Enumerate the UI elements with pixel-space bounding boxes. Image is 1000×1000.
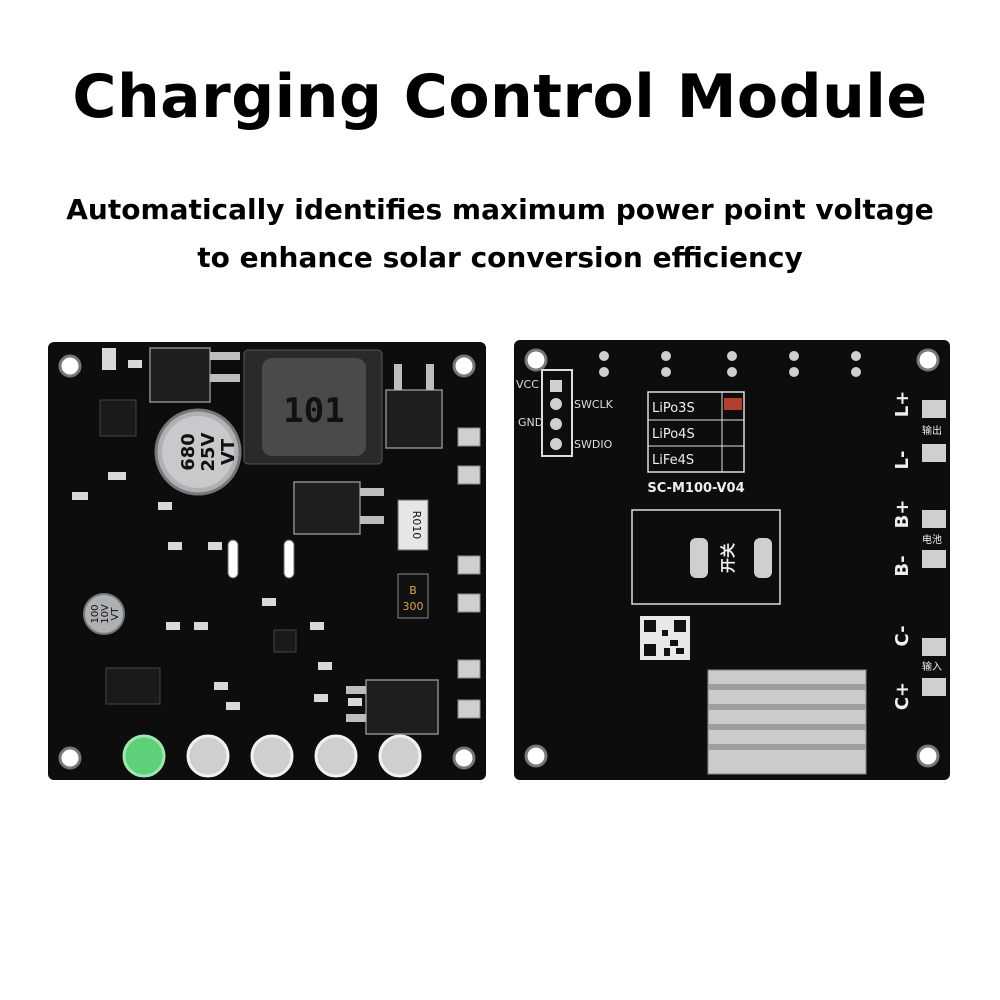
debug-header: VCC GND SWCLK SWDIO — [516, 369, 614, 457]
terminal-input-cn: 输入 — [922, 660, 942, 673]
ic-chips — [99, 399, 297, 705]
small-chip-letter: B — [409, 584, 417, 597]
capacitor-voltage: 25V — [198, 432, 219, 471]
pcb-front-photo: 101 680 25V VT 100 10V VT — [48, 342, 488, 786]
terminal-battery: B+ B- 电池 — [892, 500, 946, 577]
terminal-output: L+ L- 输出 — [892, 391, 946, 470]
regulator-chips — [149, 347, 443, 735]
electrolytic-capacitor: 680 25V VT — [154, 408, 242, 496]
small-capacitor-voltage: 10V — [100, 604, 111, 624]
chip-tabs — [210, 352, 434, 722]
terminal-battery-negative: B- — [892, 555, 913, 576]
led-clear-2 — [250, 734, 294, 778]
slot-holes — [227, 539, 295, 579]
battery-type-lipo3s: LiPo3S — [652, 401, 695, 416]
subtitle-line-1: Automatically identifies maximum power p… — [66, 193, 934, 226]
selected-solder-bridge — [724, 398, 742, 410]
mounting-holes — [58, 354, 476, 770]
led-clear-4 — [378, 734, 422, 778]
page-subtitle: Automatically identifies maximum power p… — [0, 186, 1000, 282]
led-clear-3 — [314, 734, 358, 778]
terminal-input: C- C+ 输入 — [892, 625, 946, 710]
small-capacitor-value: 100 — [90, 604, 101, 623]
capacitor-series: VT — [218, 438, 239, 465]
battery-type-table: LiPo3S LiPo4S LiFe4S SC-M100-V04 — [647, 391, 745, 496]
pin-gnd: GND — [518, 416, 543, 429]
battery-type-lipo4s: LiPo4S — [652, 427, 695, 442]
pcb-back-photo: VCC GND SWCLK SWDIO LiPo3S LiPo4S LiFe4S… — [514, 340, 954, 786]
small-capacitor-series: VT — [110, 607, 121, 621]
terminal-output-negative: L- — [892, 451, 913, 470]
inductor: 101 — [243, 349, 383, 465]
shunt-resistor: R010 — [397, 499, 429, 551]
terminal-output-cn: 输出 — [922, 424, 942, 437]
inductor-label: 101 — [283, 391, 344, 431]
terminal-battery-positive: B+ — [892, 500, 913, 529]
switch-area: 开关 — [631, 509, 781, 605]
qr-code — [640, 616, 690, 660]
terminal-output-positive: L+ — [892, 391, 913, 418]
terminal-input-positive: C+ — [892, 682, 913, 710]
switch-label: 开关 — [719, 543, 737, 573]
heatsink — [707, 669, 867, 775]
status-leds — [122, 734, 422, 778]
small-chip-code: 300 — [403, 600, 424, 613]
terminal-input-negative: C- — [892, 625, 913, 646]
pin-swclk: SWCLK — [574, 398, 614, 411]
small-capacitor: 100 10V VT — [83, 593, 125, 635]
page-title: Charging Control Module — [72, 62, 928, 132]
led-clear-1 — [186, 734, 230, 778]
header-pins — [599, 351, 861, 377]
battery-type-life4s: LiFe4S — [652, 453, 694, 468]
capacitor-value: 680 — [178, 433, 199, 471]
pin-vcc: VCC — [516, 378, 539, 391]
led-green — [122, 734, 166, 778]
board-model: SC-M100-V04 — [647, 481, 744, 496]
smd-components — [72, 348, 362, 710]
small-chip: B 300 — [397, 573, 429, 619]
shunt-resistor-label: R010 — [410, 511, 423, 540]
pin-swdio: SWDIO — [574, 438, 613, 451]
back-mounting-holes — [524, 348, 940, 768]
front-edge-pads — [457, 427, 481, 719]
terminal-battery-cn: 电池 — [922, 533, 942, 546]
subtitle-line-2: to enhance solar conversion efficiency — [197, 241, 803, 274]
